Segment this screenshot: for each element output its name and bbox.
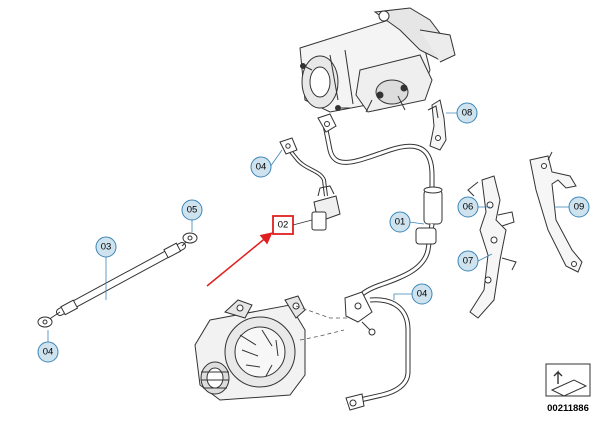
- callout-04-left[interactable]: 04: [37, 341, 59, 363]
- callout-08[interactable]: 08: [456, 102, 478, 124]
- callout-03[interactable]: 03: [95, 236, 117, 258]
- callout-label-05: 05: [187, 205, 198, 216]
- callout-label-04-upper: 04: [256, 162, 267, 173]
- exploded-view-icon: [545, 363, 591, 397]
- callout-07[interactable]: 07: [457, 250, 479, 272]
- cable-holder-08[interactable]: [427, 99, 447, 151]
- alternator[interactable]: [194, 295, 306, 401]
- callout-label-07: 07: [463, 256, 474, 267]
- cable-holder-09[interactable]: [529, 151, 583, 273]
- callout-06[interactable]: 06: [457, 196, 479, 218]
- callout-label-02: 02: [278, 220, 289, 231]
- highlight-arrow: [206, 232, 273, 287]
- positive-lead[interactable]: [279, 137, 328, 197]
- callout-09[interactable]: 09: [568, 196, 590, 218]
- battery-cable-01[interactable]: [317, 113, 443, 336]
- callout-label-04-lower: 04: [417, 289, 428, 300]
- callout-04-upper[interactable]: 04: [250, 156, 272, 178]
- callout-05[interactable]: 05: [181, 199, 203, 221]
- callout-label-06: 06: [463, 202, 474, 213]
- highlight-box-02[interactable]: 02: [272, 215, 313, 235]
- callout-label-03: 03: [101, 242, 112, 253]
- starter-motor[interactable]: [299, 7, 456, 113]
- document-number: 00211886: [547, 403, 589, 414]
- alternator-reference-lines: [295, 305, 352, 341]
- callout-04-lower[interactable]: 04: [411, 283, 433, 305]
- ground-strap-03[interactable]: [37, 232, 198, 328]
- ground-cable[interactable]: [345, 297, 411, 411]
- callout-label-08: 08: [462, 108, 473, 119]
- cable-bracket-06-07[interactable]: [467, 175, 517, 319]
- connector-02[interactable]: [311, 185, 341, 231]
- callout-label-01: 01: [395, 217, 406, 228]
- callout-label-09: 09: [574, 202, 585, 213]
- callout-01[interactable]: 01: [389, 211, 411, 233]
- callout-label-04-left: 04: [43, 347, 54, 358]
